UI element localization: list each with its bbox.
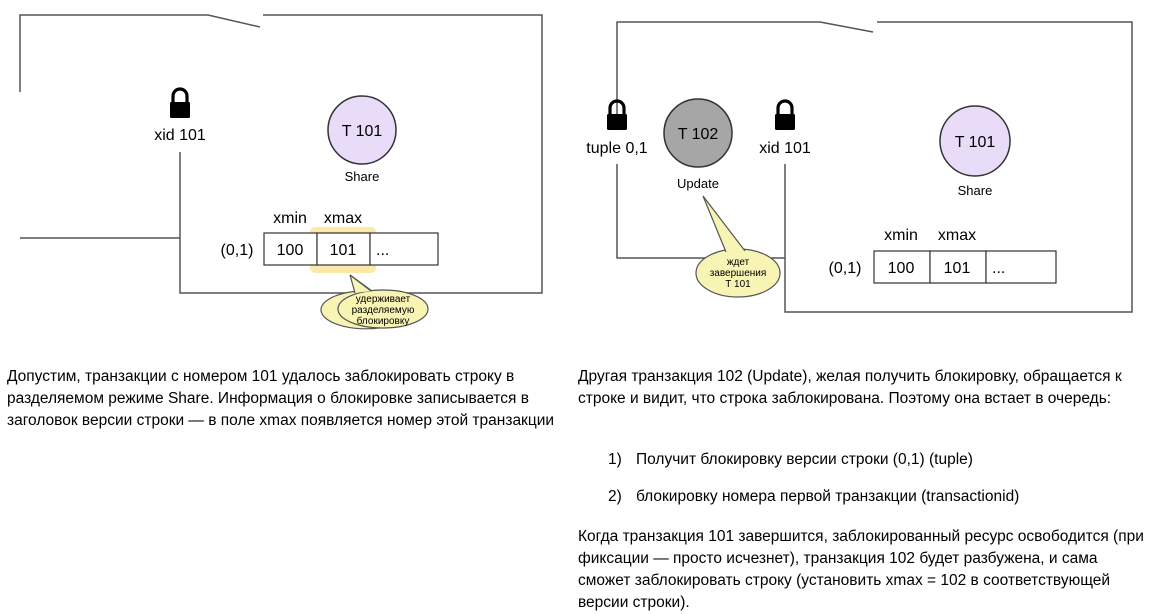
left-description: Допустим, транзакции с номером 101 удало… [7,368,555,429]
right-xid-lock-label: xid 101 [759,140,811,157]
right-frame-main [784,21,1133,313]
lock-diagram: xid 101 T 101 Share xmin xmax (0,1) 100 … [19,14,1133,330]
left-t101-circle [327,95,397,165]
left-callout-line-1: удерживает [356,294,411,305]
list-item: 2) блокировку номера первой транзакции (t… [608,486,1019,508]
left-row-ctid: (0,1) [221,242,254,259]
right-row-xmax-value: 101 [944,260,971,277]
left-row-xmin-value: 100 [277,242,304,259]
left-callout-line-2: разделяемую [352,305,415,316]
right-row-cell-xmin [873,250,931,284]
right-panel: tuple 0,1 T 102 Update xid 101 T 101 Sha… [586,21,1133,313]
left-row-xmax-value: 101 [330,242,357,259]
left-t101-mode: Share [345,169,380,184]
right-row-xmin-value: 100 [888,260,915,277]
right-tuple-lock-label: tuple 0,1 [586,140,647,157]
right-xid-lock-icon [773,99,797,132]
right-t101-mode: Share [958,183,993,198]
left-row-rest-value: ... [376,242,389,259]
left-frame-inner [179,14,543,294]
right-callout-line-2: завершения [710,268,767,279]
list-item-text: Получит блокировку версии строки (0,1) (… [636,451,973,468]
left-row-cell-xmax [316,232,371,266]
right-t101-label: T 101 [955,134,996,151]
right-row-ctid: (0,1) [829,260,862,277]
right-t102-label: T 102 [678,126,719,143]
right-t101-circle [939,105,1011,177]
left-xmin-header: xmin [273,210,307,227]
right-row-rest-value: ... [992,260,1005,277]
list-item-number: 1) [608,451,622,468]
left-t101-label: T 101 [342,123,383,140]
left-panel: xid 101 T 101 Share xmin xmax (0,1) 100 … [19,14,543,330]
list-item: 1) Получит блокировку версии строки (0,1)… [608,449,973,471]
right-description-intro: Другая транзакция 102 (Update), желая по… [578,368,1122,407]
right-t102-mode: Update [677,176,719,191]
right-frame-top [616,21,874,120]
right-xmax-header: xmax [938,227,976,244]
left-xid-lock-label: xid 101 [154,127,206,144]
right-callout-line-3: T 101 [725,279,751,290]
left-frame-outer [19,14,261,92]
left-xid-lock-icon [168,87,192,120]
right-callout-line-1: ждет [727,257,750,268]
right-tuple-line [616,164,712,259]
right-description-outro: Когда транзакция 101 завершится, заблоки… [578,528,1144,611]
right-xmin-header: xmin [884,227,918,244]
list-item-text: блокировку номера первой транзакции (tra… [636,488,1020,505]
left-xmax-header: xmax [324,210,362,227]
list-item-number: 2) [608,488,622,505]
right-t102-circle [663,98,733,168]
left-callout-line-3: блокировку [357,315,410,327]
left-row-cell-rest [369,232,439,266]
right-row-cell-rest [985,250,1057,284]
